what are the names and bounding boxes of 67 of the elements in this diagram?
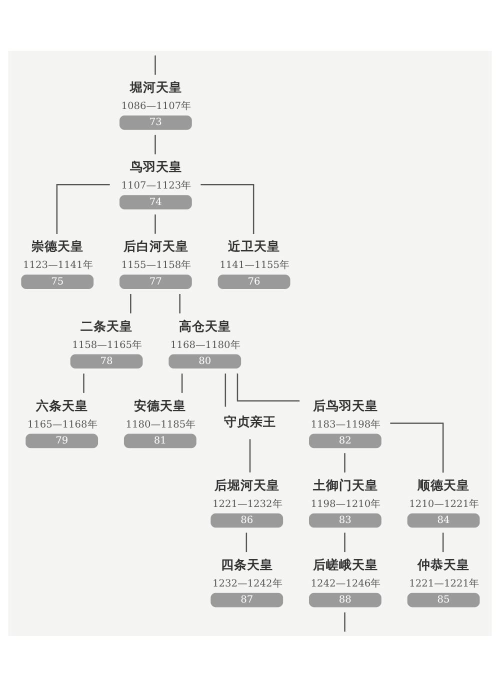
node-label: 1158—1165年: [72, 340, 142, 351]
node-label: 1168—1180年: [170, 340, 240, 351]
node-label: 后鸟羽天皇: [313, 398, 378, 413]
connector: [344, 612, 346, 632]
node-box: 78: [70, 354, 143, 369]
node-box: 81: [124, 434, 196, 448]
node-label: 堀河天皇: [130, 80, 182, 95]
node-label: 1165—1168年: [27, 419, 98, 430]
node-box: 80: [168, 354, 242, 369]
node-box: 85: [407, 592, 480, 608]
connector: [344, 453, 346, 472]
node-label: 高仓天皇: [178, 318, 231, 334]
node-box: 88: [309, 592, 382, 608]
node-label: 鸟羽天皇: [130, 159, 182, 174]
node-box: 84: [407, 513, 480, 528]
node-box: 76: [218, 274, 290, 289]
node-label: 1232—1242年: [212, 578, 282, 590]
connector: [179, 294, 180, 314]
node-label: 1183—1198年: [310, 419, 381, 430]
node-label: 1221—1232年: [212, 498, 282, 510]
node-label: 1141—1155年: [220, 260, 290, 272]
node-label: 1123—1141年: [22, 260, 93, 272]
node-box: 86: [210, 513, 284, 528]
connector: [442, 532, 444, 552]
node-box: 73: [120, 116, 192, 130]
node-box: 75: [21, 274, 94, 289]
node-box: 77: [120, 274, 192, 289]
node-text: 守贞亲王: [224, 414, 276, 429]
node-box: 87: [210, 592, 284, 608]
node-label: 1107—1123年: [121, 180, 192, 192]
node-label: 安德天皇: [134, 398, 186, 413]
node-box: 74: [120, 195, 192, 210]
connector: [154, 55, 156, 75]
node-label: 1221—1221年: [409, 578, 479, 590]
connector: [200, 184, 254, 234]
node-label: 后白河天皇: [124, 238, 189, 254]
connector: [130, 294, 132, 314]
node-label: 1242—1246年: [310, 578, 381, 590]
connector: [246, 532, 248, 552]
node-label: 1210—1221年: [409, 498, 479, 510]
node-label: 1180—1185年: [126, 419, 196, 430]
node-label: 后嵯峨天皇: [313, 556, 378, 572]
node-label: 崇德天皇: [31, 238, 84, 254]
node-label: 顺德天皇: [418, 477, 470, 492]
node-label: 1155—1158年: [121, 260, 192, 272]
connector: [224, 374, 226, 407]
connector: [390, 422, 444, 473]
connector: [344, 532, 346, 552]
node-label: 土御门天皇: [313, 477, 378, 492]
connector: [181, 374, 183, 393]
node-label: 四条天皇: [220, 556, 273, 572]
node-label: 1198—1210年: [310, 498, 381, 510]
node-box: 82: [309, 434, 382, 448]
node-label: 二条天皇: [80, 318, 133, 334]
node-box: 83: [309, 513, 382, 528]
node-label: 六条天皇: [36, 398, 88, 413]
connector: [83, 374, 84, 393]
connector: [154, 134, 156, 154]
node-label: 后堀河天皇: [214, 477, 280, 492]
node-label: 仲恭天皇: [418, 556, 470, 572]
node-label: 近卫天皇: [228, 238, 280, 254]
connector: [56, 184, 110, 234]
connector: [249, 439, 251, 472]
node-label: 1086—1107年: [121, 101, 192, 112]
node-box: 79: [26, 434, 98, 448]
connector: [154, 214, 156, 234]
connector: [236, 374, 300, 402]
